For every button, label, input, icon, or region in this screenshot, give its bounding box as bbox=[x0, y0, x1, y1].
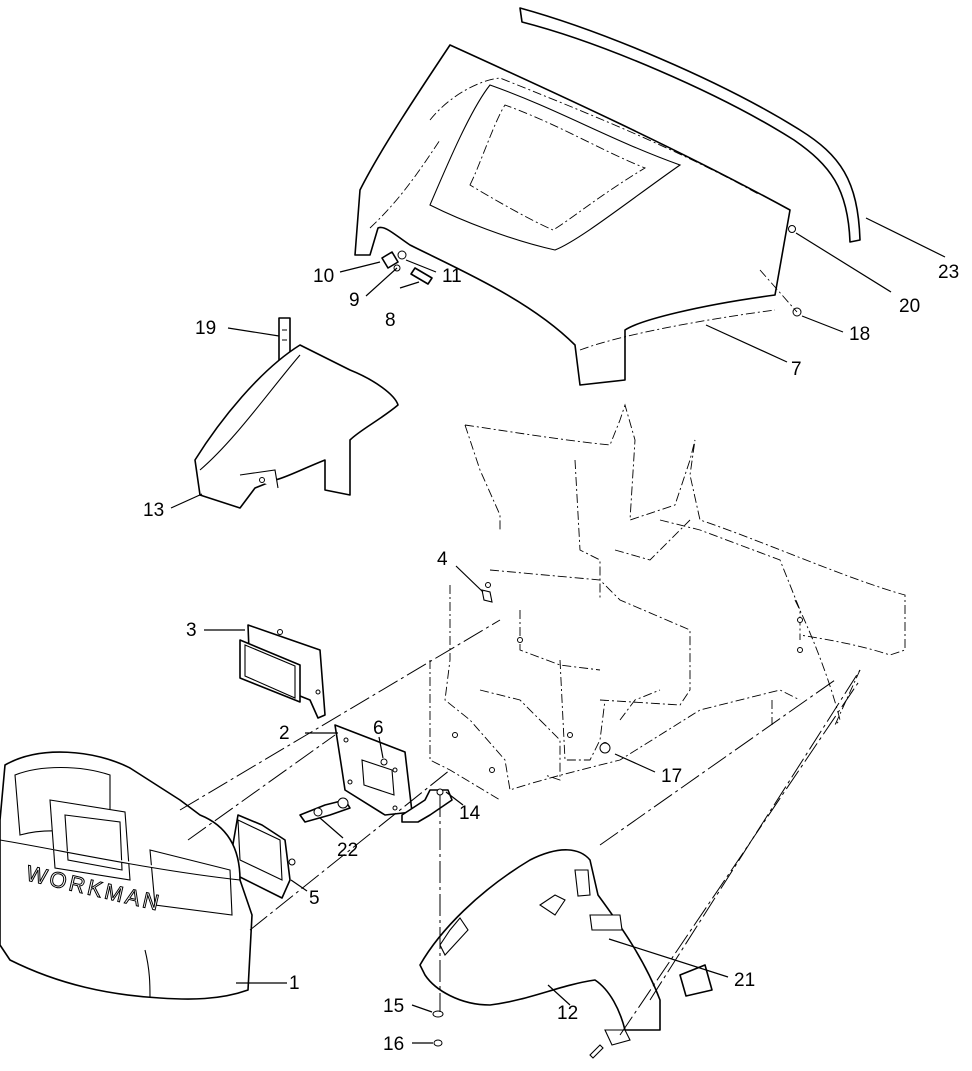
callout-15: 15 bbox=[383, 996, 404, 1017]
leader-lines bbox=[170, 217, 946, 1044]
callout-11: 11 bbox=[442, 266, 462, 287]
part-12-fender bbox=[419, 849, 661, 1031]
callout-12: 12 bbox=[557, 1003, 578, 1024]
part-16-nut bbox=[433, 1039, 443, 1047]
part-7-hood bbox=[354, 44, 791, 386]
callout-14: 14 bbox=[459, 803, 481, 824]
part-8-11-hood-latch bbox=[381, 250, 433, 285]
callout-8: 8 bbox=[385, 310, 396, 331]
part-3-headlight bbox=[239, 624, 326, 719]
part-18-screw bbox=[759, 269, 802, 317]
callout-2: 2 bbox=[279, 723, 290, 744]
part-13-fender bbox=[194, 344, 399, 509]
part-22-connector bbox=[299, 797, 351, 823]
callout-3: 3 bbox=[186, 620, 197, 641]
part-6-adjuster bbox=[380, 758, 388, 766]
callout-labels: 1 2 3 4 5 6 7 8 9 10 11 12 13 14 15 16 1… bbox=[143, 262, 959, 1055]
callout-17: 17 bbox=[661, 766, 682, 787]
callout-5: 5 bbox=[309, 888, 320, 909]
callout-19: 19 bbox=[195, 318, 216, 339]
callout-21: 21 bbox=[734, 970, 755, 991]
part-2-headlight-bracket bbox=[334, 724, 413, 816]
callout-10: 10 bbox=[313, 266, 334, 287]
callout-7: 7 bbox=[791, 359, 802, 380]
assembly-centerlines bbox=[179, 619, 861, 1036]
callout-6: 6 bbox=[373, 718, 384, 739]
part-23-hood-trim-strip bbox=[519, 7, 861, 243]
fender-mount-hardware bbox=[589, 1029, 631, 1059]
part-15-washer bbox=[432, 1010, 444, 1018]
part-1-front-grille: WORKMAN bbox=[0, 751, 253, 1000]
part-5-headlight bbox=[231, 814, 296, 899]
callout-9: 9 bbox=[349, 290, 360, 311]
callout-4: 4 bbox=[437, 549, 448, 570]
callout-20: 20 bbox=[899, 296, 920, 317]
callout-23: 23 bbox=[938, 262, 959, 283]
callout-13: 13 bbox=[143, 500, 164, 521]
part-21-decal bbox=[679, 964, 713, 997]
part-17-bolt bbox=[599, 742, 611, 754]
part-20-grommet bbox=[788, 225, 796, 233]
callout-22: 22 bbox=[337, 840, 358, 861]
callout-16: 16 bbox=[383, 1034, 404, 1055]
chassis-frame bbox=[429, 403, 906, 801]
callout-18: 18 bbox=[849, 324, 870, 345]
callout-1: 1 bbox=[289, 973, 300, 994]
part-4-bolt bbox=[481, 589, 493, 603]
